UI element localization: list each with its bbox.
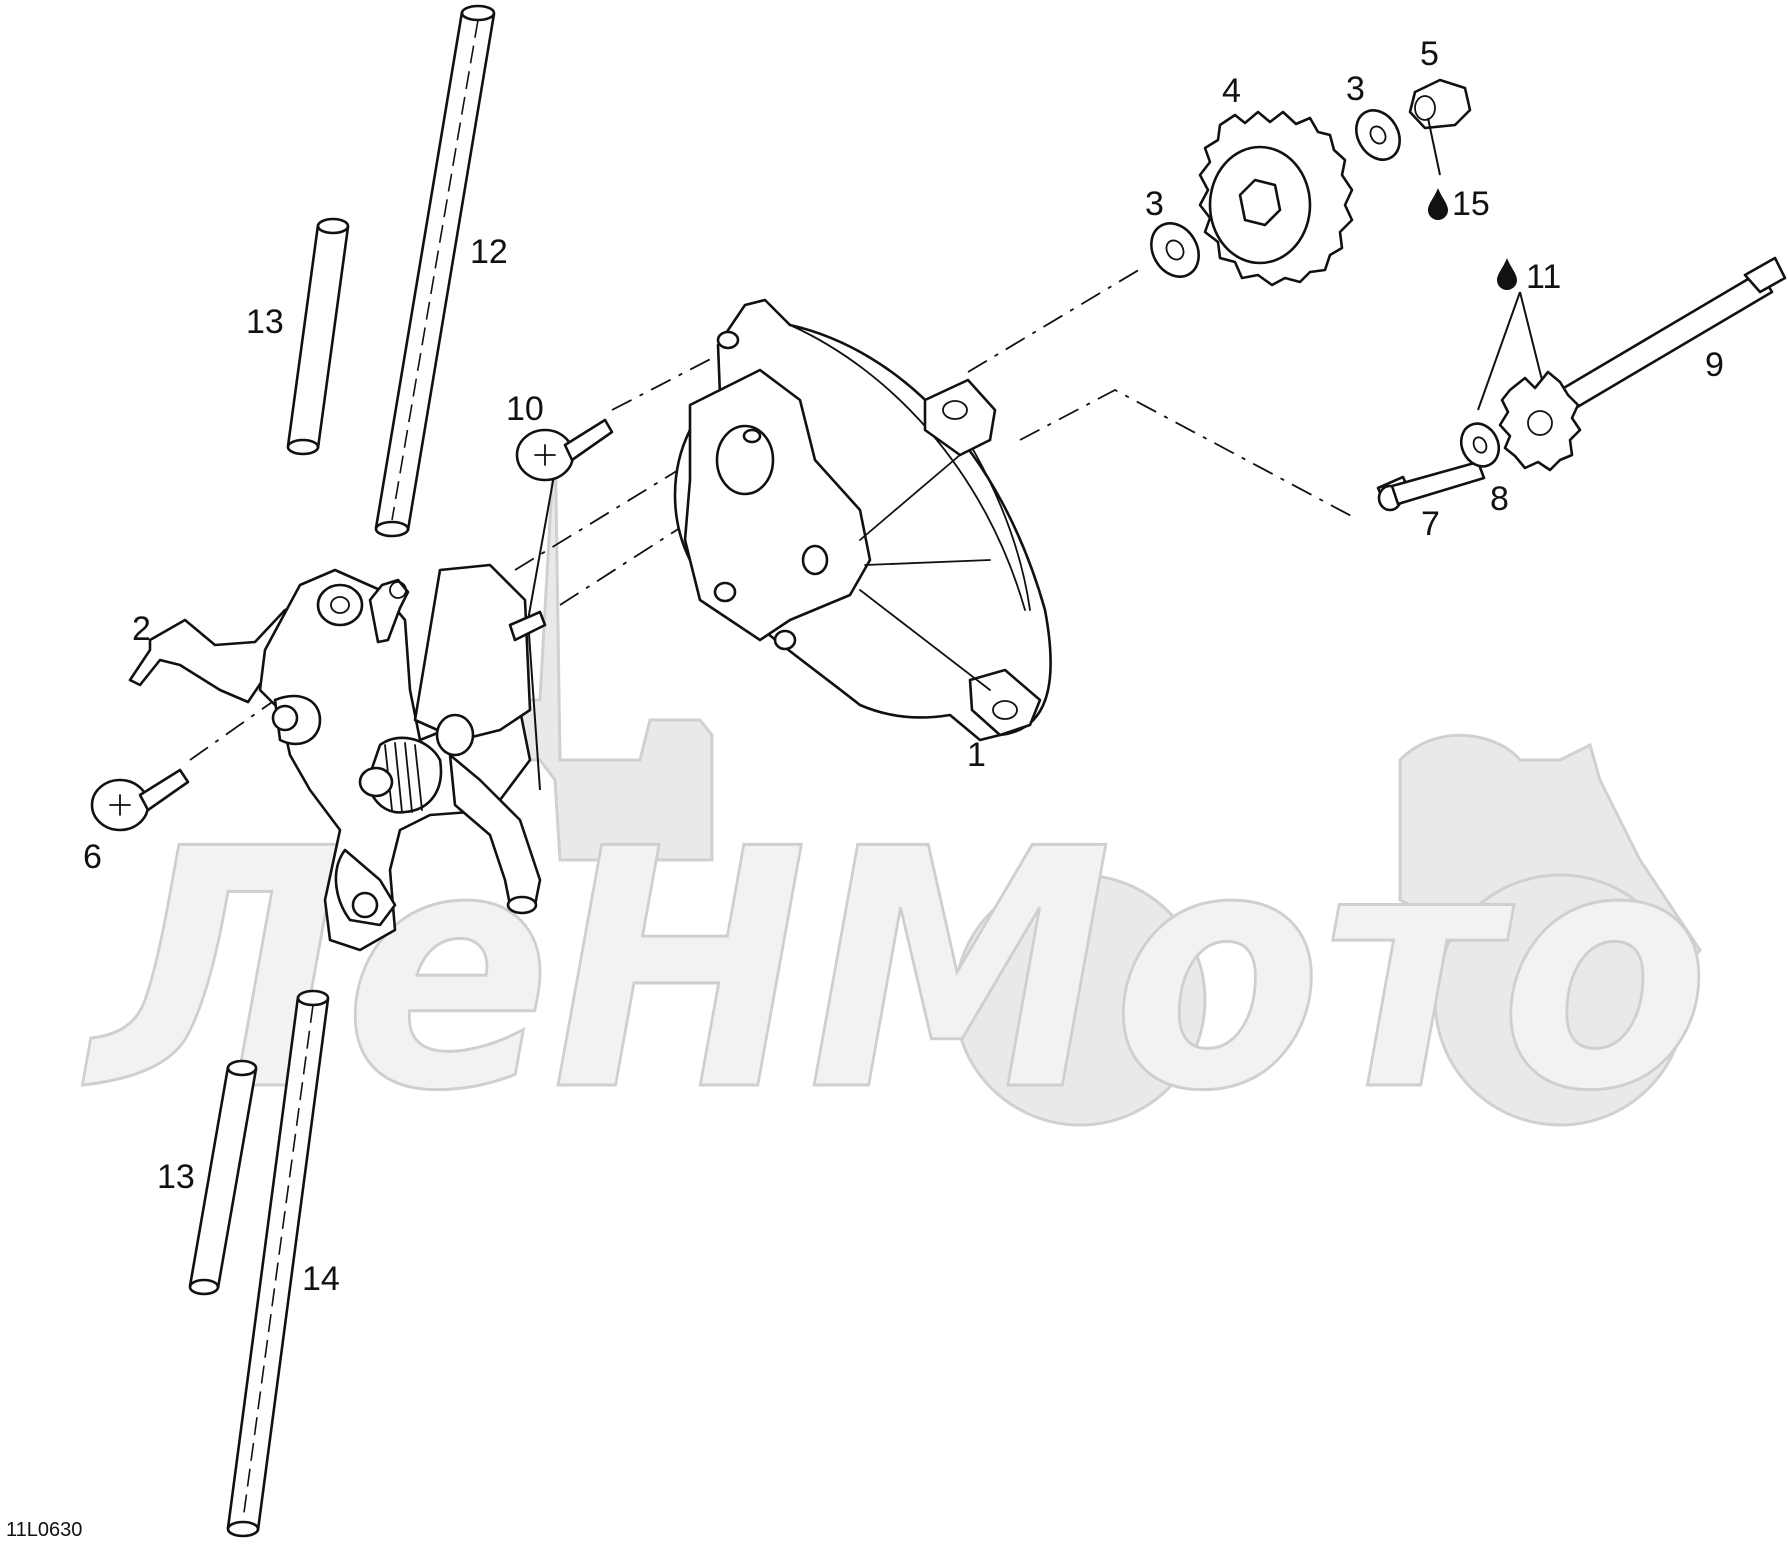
oil-pump-body [128,563,547,952]
nut-5 [1408,78,1472,176]
washer-3-right [1355,109,1401,161]
callout-15: 15 [1452,185,1490,223]
watermark-wheel-front [1433,873,1687,1127]
callouts: 1 2 3 3 4 5 6 7 8 9 10 11 12 13 13 14 15 [83,35,1724,1298]
callout-1: 1 [967,736,986,774]
callout-10: 10 [506,390,544,428]
shaft-9 [1477,256,1787,472]
tube-13-top [286,217,350,456]
callout-13a: 13 [246,303,284,341]
callout-14: 14 [302,1260,340,1298]
screw-10 [515,418,614,482]
callout-6: 6 [83,838,102,876]
washer-8 [1459,422,1501,468]
washer-3-left [1150,222,1200,278]
callout-7: 7 [1421,505,1440,543]
callout-11: 11 [1526,258,1561,296]
tube-13-bottom [188,1059,258,1296]
callout-9: 9 [1705,346,1724,384]
callout-2: 2 [132,610,151,648]
callout-3b: 3 [1346,70,1365,108]
oil-drop-icon [1428,188,1448,220]
screw-6 [90,768,190,832]
callout-12: 12 [470,233,508,271]
callout-4: 4 [1222,72,1241,110]
watermark-wheel-rear [953,873,1207,1127]
tube-12 [374,4,496,538]
callout-3a: 3 [1145,185,1164,223]
tube-14 [226,989,330,1538]
oil-drop-icon [1497,258,1517,290]
callout-13b: 13 [157,1158,195,1196]
pin-7 [1376,460,1486,512]
callout-5: 5 [1420,35,1439,73]
figure-code: 11L0630 [6,1519,82,1541]
gear-4 [1198,110,1354,287]
watermark-text: ЛеНМото [80,779,1710,1163]
callout-8: 8 [1490,480,1509,518]
pump-cover-1 [673,298,1052,742]
